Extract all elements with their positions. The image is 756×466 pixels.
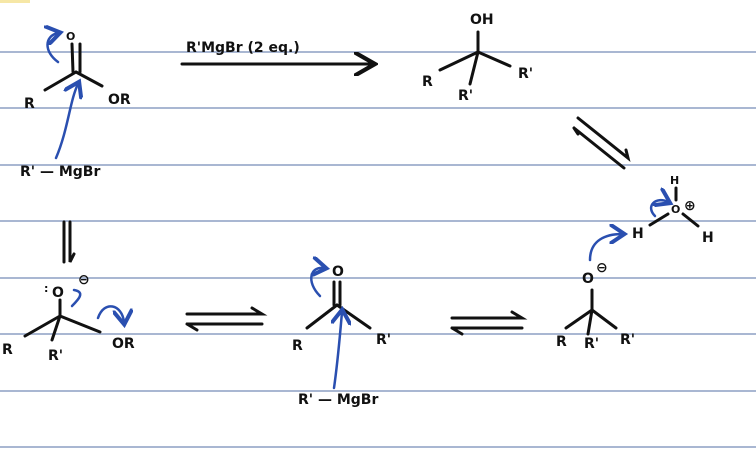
grignard-reagent: R' — MgBr — [20, 164, 100, 180]
alcohol-r1: R' — [518, 66, 533, 82]
electron-arrow — [310, 268, 324, 298]
electron-arrow — [96, 305, 124, 322]
equilibrium-arrows — [572, 116, 631, 170]
hydronium-h: H — [702, 230, 714, 246]
electron-arrow — [48, 33, 59, 64]
intermediate-o: O — [52, 285, 64, 301]
ketone-r1: R' — [376, 332, 391, 348]
electron-arrow — [54, 84, 78, 160]
equilibrium-arrows — [450, 310, 528, 336]
negative-charge: ⊖ — [78, 272, 90, 288]
electron-arrow — [334, 312, 342, 390]
ester-r: R — [24, 96, 35, 112]
intermediate-r: R — [2, 342, 13, 358]
alkoxide-r: R — [556, 334, 567, 350]
ketone-o: O — [332, 264, 344, 280]
alkoxide-o: O — [582, 271, 594, 287]
alkoxide-molecule: O ⊖ R R' R' — [556, 234, 635, 352]
ketone-r: R — [292, 338, 303, 354]
equilibrium-arrows — [185, 306, 268, 332]
hydronium-ion: H O ⊕ H H — [632, 174, 714, 246]
highlight-strip — [0, 0, 30, 3]
alcohol-r1: R' — [458, 88, 473, 104]
electron-arrow — [588, 234, 622, 262]
ester-o: O — [66, 30, 75, 43]
electron-arrow — [649, 200, 668, 218]
tertiary-alcohol: OH R R' R' — [422, 12, 533, 104]
alkoxide-r1: R' — [584, 336, 599, 352]
hydronium-h: H — [632, 226, 644, 242]
electron-arrow — [70, 288, 82, 308]
alkoxide-r1: R' — [620, 332, 635, 348]
tetrahedral-intermediate: O : ⊖ R R' OR — [2, 272, 135, 364]
equilibrium-arrows — [62, 220, 76, 264]
ester-molecule: O R OR R' — MgBr — [20, 30, 131, 180]
reagent-label: R'MgBr (2 eq.) — [186, 40, 300, 56]
grignard-reagent: R' — MgBr — [298, 392, 378, 408]
alcohol-oh: OH — [470, 12, 494, 28]
positive-charge: ⊕ — [684, 198, 696, 214]
ruled-lines — [0, 51, 756, 448]
hydronium-o: O — [671, 203, 680, 216]
negative-charge: ⊖ — [596, 260, 608, 276]
intermediate-r1: R' — [48, 348, 63, 364]
lone-pairs: : — [44, 282, 48, 295]
ketone-molecule: O R R' R' — MgBr — [292, 264, 391, 408]
hydronium-h: H — [670, 174, 679, 187]
ester-or: OR — [108, 92, 131, 108]
intermediate-or: OR — [112, 336, 135, 352]
alcohol-r: R — [422, 74, 433, 90]
